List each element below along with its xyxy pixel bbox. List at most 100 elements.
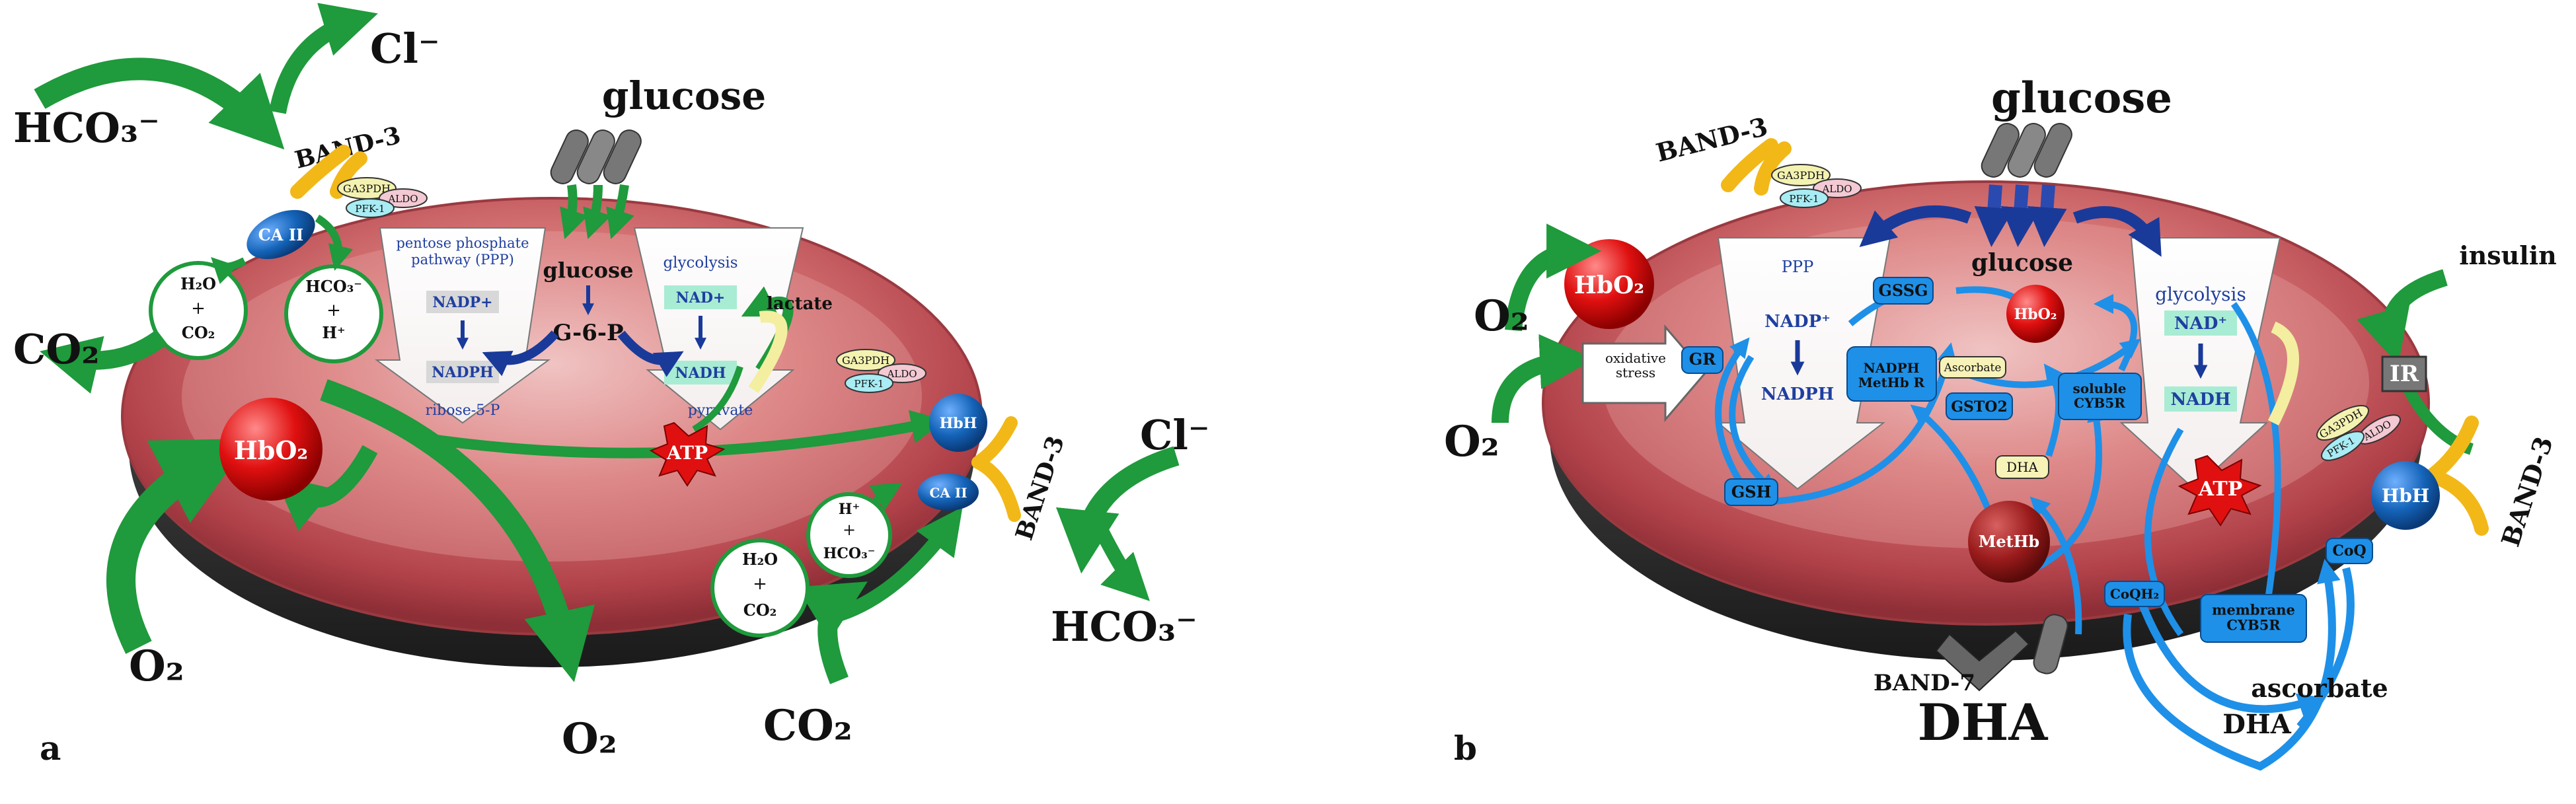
methb-sphere: [1968, 501, 2050, 583]
svg-text:ATP: ATP: [2198, 478, 2243, 501]
co2-bottom-a: CO₂: [763, 701, 852, 750]
ga3pdh-b1: [1771, 164, 1831, 186]
co2-left-a: CO₂: [13, 325, 100, 373]
svg-text:HbH: HbH: [940, 415, 977, 432]
g6p-label: G-6-P: [552, 320, 623, 346]
pfk1-a1: [346, 198, 395, 218]
hco3-right-a: HCO₃⁻: [1051, 603, 1197, 651]
svg-text:CO₂: CO₂: [182, 323, 215, 342]
svg-text:CoQH₂: CoQH₂: [2110, 586, 2159, 602]
band3-right-b: BAND-3: [2495, 433, 2559, 550]
ppp-label-b: PPP: [1782, 258, 1813, 276]
glucose-label-a: glucose: [602, 73, 766, 118]
oxidative-stress-arrow: [1581, 324, 1706, 423]
svg-text:CoQ: CoQ: [2332, 542, 2366, 560]
h2o-co2-circle-a2: [710, 538, 810, 638]
hbo2-small-b: [2006, 285, 2065, 343]
pfk1-b1: [1780, 188, 1829, 208]
band7-label: BAND-7: [1874, 670, 1975, 696]
cl-right-a: Cl⁻: [1140, 411, 1210, 459]
glycolysis-b: glycolysis: [2155, 283, 2246, 305]
ca2-bottom: [918, 474, 979, 511]
glut1-transporters-b: [1981, 123, 2072, 178]
nadp-b: NADP⁺: [1764, 312, 1831, 332]
glucose-label-b: glucose: [1991, 73, 2172, 123]
nad-b: NAD⁺: [2174, 314, 2227, 334]
panel-a: pentose phosphate pathway (PPP) NADP+ NA…: [13, 3, 1210, 768]
svg-text:MetHb: MetHb: [1979, 532, 2039, 551]
pfk1-b2: [2321, 431, 2365, 461]
aldo-b1: [1813, 178, 1862, 198]
svg-text:pathway (PPP): pathway (PPP): [411, 252, 514, 268]
dha-inner-b: DHA: [2222, 709, 2291, 740]
ascorbate-label-b: ascorbate: [2251, 673, 2388, 703]
hco3-left-a: HCO₃⁻: [13, 104, 160, 152]
svg-text:ALDO: ALDO: [886, 368, 917, 380]
svg-text:GSTO2: GSTO2: [1951, 398, 2008, 416]
svg-text:GA3PDH: GA3PDH: [1777, 169, 1825, 182]
o2-bottom-b: O₂: [1444, 417, 1499, 466]
gsh-box: [1724, 478, 1778, 506]
ascorbate-small-box: [1939, 356, 2006, 379]
insulin-label: insulin: [2459, 240, 2557, 270]
band3-right-a: BAND-3: [1010, 433, 1070, 544]
svg-text:+: +: [843, 521, 856, 539]
svg-text:HbH: HbH: [2382, 485, 2430, 507]
dha-small-box: [1995, 455, 2049, 479]
svg-text:IR: IR: [2390, 361, 2419, 387]
aldo-a2: [878, 363, 927, 383]
hbo2-sphere-a: [219, 398, 322, 501]
h2o-co2-circle-a1: [149, 261, 248, 360]
nadph-b: NADPH: [1761, 384, 1835, 404]
coqh2-box: [2104, 581, 2165, 607]
hbh-sphere-a: [929, 394, 987, 452]
nadph-methb-r-box: [1846, 346, 1937, 402]
soluble-cyb5r-box: [2058, 373, 2142, 420]
gssg-box: [1873, 277, 1934, 305]
gr-box: [1681, 346, 1724, 374]
atp-star-a: [649, 421, 726, 487]
svg-text:Ascorbate: Ascorbate: [1944, 361, 2002, 375]
svg-text:HCO₃⁻: HCO₃⁻: [305, 277, 362, 296]
cl-top-a: Cl⁻: [370, 24, 440, 73]
dha-big-label: DHA: [1918, 693, 2049, 752]
svg-text:GA3PDH: GA3PDH: [343, 182, 391, 195]
svg-text:PFK-1: PFK-1: [355, 203, 385, 215]
nadh-b: NADH: [2170, 390, 2230, 410]
glucose-inner-a: glucose: [543, 258, 634, 283]
glyco-nadh: NADH: [675, 365, 726, 382]
svg-text:ALDO: ALDO: [1821, 183, 1852, 195]
svg-text:ATP: ATP: [666, 442, 708, 464]
svg-text:H₂O: H₂O: [180, 274, 216, 293]
svg-text:GA3PDH: GA3PDH: [842, 354, 890, 367]
svg-text:+: +: [753, 574, 767, 594]
gsto2-box: [1946, 392, 2013, 420]
coq-box: [2326, 538, 2373, 564]
svg-text:PFK-1: PFK-1: [1789, 193, 1819, 205]
glut1-bottom: [2033, 614, 2068, 675]
svg-text:GR: GR: [1689, 349, 1716, 369]
svg-text:+: +: [191, 299, 206, 318]
svg-text:HCO₃⁻: HCO₃⁻: [823, 545, 876, 562]
svg-text:HbO₂: HbO₂: [234, 435, 308, 465]
glut1-transporters-a: [550, 129, 642, 184]
svg-text:HbO₂: HbO₂: [2014, 306, 2057, 323]
h-hco3-circle-a2: [806, 492, 892, 578]
ppp-nadp: NADP+: [432, 294, 492, 311]
panel-b-letter: b: [1454, 729, 1477, 768]
glyco-nad: NAD+: [676, 289, 726, 307]
svg-text:GSH: GSH: [1731, 482, 1772, 501]
hbh-sphere-b: [2371, 461, 2440, 530]
ca2-top: [246, 209, 315, 260]
glucose-inner-b: glucose: [1971, 249, 2073, 277]
ribose-5p: ribose-5-P: [426, 402, 500, 419]
svg-text:ALDO: ALDO: [387, 193, 418, 205]
o2-top-b: O₂: [1474, 291, 1529, 341]
svg-text:H⁺: H⁺: [322, 323, 345, 342]
aldo-a1: [379, 188, 428, 208]
svg-text:CA II: CA II: [258, 225, 304, 244]
